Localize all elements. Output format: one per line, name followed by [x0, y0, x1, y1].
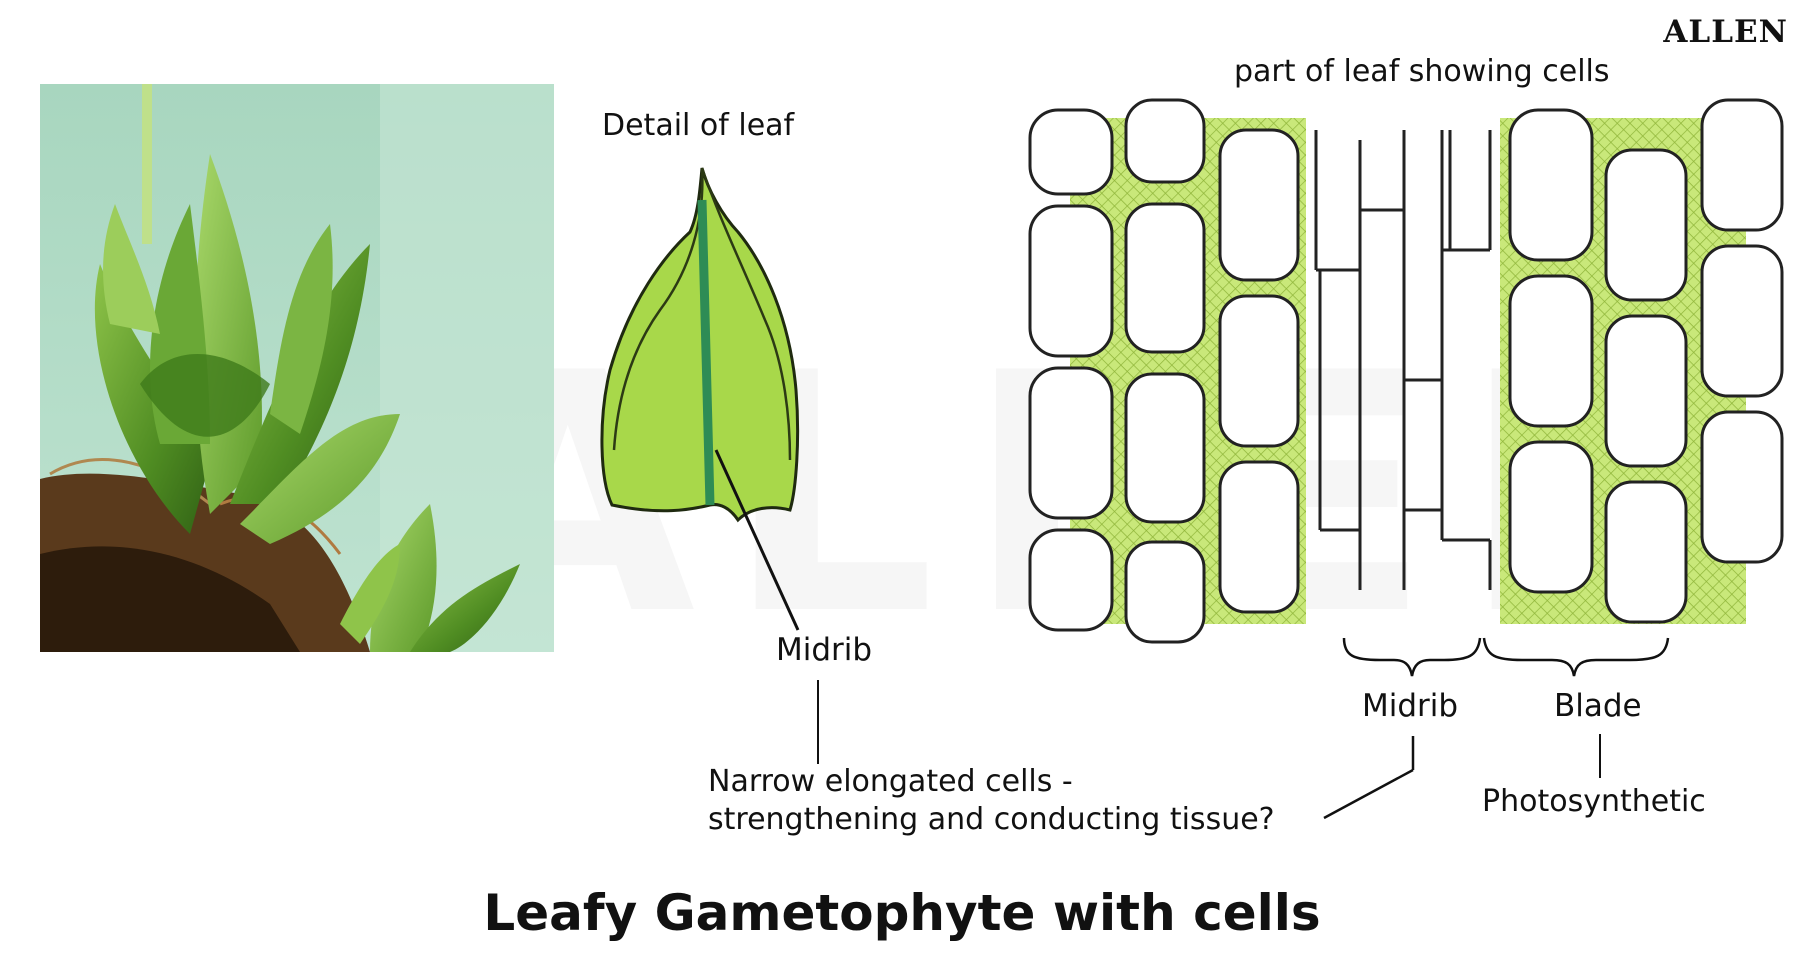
midrib-brace [1342, 637, 1482, 677]
cells-braces [1342, 637, 1670, 677]
midrib-cells [1314, 130, 1492, 590]
cells-blade-label: Blade [1554, 688, 1642, 724]
moss-photo [40, 84, 554, 652]
brand-logo: ALLEN [1663, 14, 1788, 50]
right-blade-cells [1500, 98, 1784, 624]
blade-brace [1482, 637, 1670, 677]
cells-diagram [1028, 98, 1784, 644]
left-blade-cells [1028, 98, 1306, 644]
leaf-diagram [600, 167, 800, 631]
blade-note: Photosynthetic [1482, 784, 1706, 819]
leaf-detail-caption: Detail of leaf [602, 108, 795, 143]
cells-midrib-connector [1323, 736, 1415, 820]
cells-caption: part of leaf showing cells [1234, 54, 1610, 89]
leaf-midrib-label: Midrib [776, 632, 873, 668]
page-title: Leafy Gametophyte with cells [483, 884, 1321, 942]
midrib-pointer-line [714, 449, 800, 631]
midrib-connector-line [817, 680, 819, 764]
midrib-note-line1: Narrow elongated cells - [708, 764, 1073, 799]
cells-midrib-label: Midrib [1362, 688, 1459, 724]
blade-connector-line [1599, 734, 1601, 778]
midrib-note-line2: strengthening and conducting tissue? [708, 802, 1275, 837]
